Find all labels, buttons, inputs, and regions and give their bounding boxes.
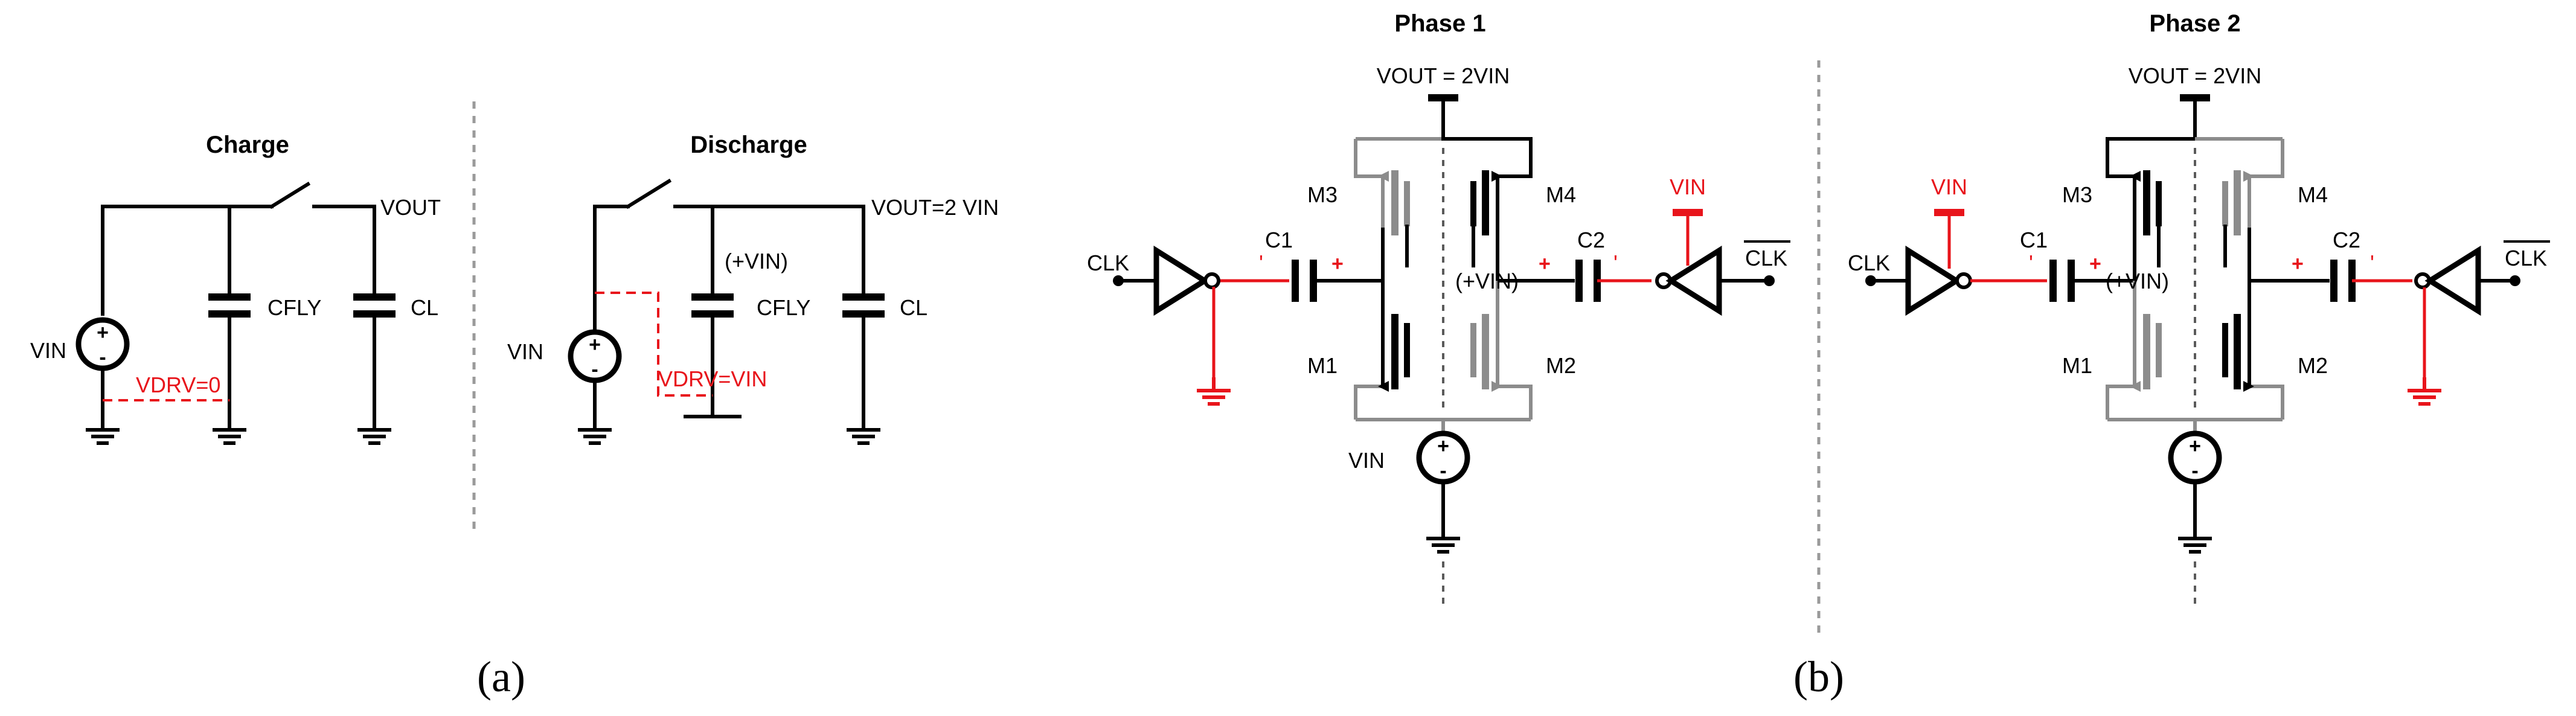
phase-2-m2-label: M2 — [2298, 353, 2328, 378]
phase-2-vout-label: VOUT = 2VIN — [2129, 63, 2261, 88]
phase-2-m4-label: M4 — [2298, 182, 2328, 207]
svg-text:+: + — [2292, 252, 2304, 275]
discharge-cfly-label: CFLY — [757, 295, 810, 320]
phase-1-vin-rail-label: VIN — [1670, 174, 1706, 199]
svg-text:': ' — [2370, 251, 2374, 275]
discharge-vout-label: VOUT=2 VIN — [871, 195, 999, 220]
phase-1-m1-label: M1 — [1307, 353, 1338, 378]
phase-2-clk-label: CLK — [1848, 251, 1890, 275]
charge-vdrv-label: VDRV=0 — [136, 372, 220, 397]
svg-text:': ' — [1613, 251, 1618, 275]
phase-1-title: Phase 1 — [1394, 10, 1485, 37]
panel-a: Charge VIN CFLY CL VOUT VDRV=0 — [30, 101, 999, 701]
svg-text:+: + — [1331, 252, 1344, 275]
phase-1-m4-label: M4 — [1546, 182, 1576, 207]
phase-1-c2-label: C2 — [1577, 228, 1605, 252]
svg-text:+: + — [1539, 252, 1551, 275]
discharge-vin-label: VIN — [507, 339, 543, 364]
phase-2-vin-rail-label: VIN — [1931, 174, 1967, 199]
phase-1-circuit: Phase 1 VOUT = 2VIN — [1087, 10, 1790, 607]
phase-2-m1-label: M1 — [2062, 353, 2092, 378]
phase-2-clk-bar-label: CLK — [2505, 246, 2547, 270]
charge-title: Charge — [206, 132, 289, 158]
charge-vout-label: VOUT — [380, 195, 441, 220]
discharge-title: Discharge — [690, 132, 807, 158]
phase-1-plus-vin-label: (+VIN) — [1455, 269, 1519, 293]
discharge-plus-vin-label: (+VIN) — [725, 249, 788, 273]
phase-1-m2-label: M2 — [1546, 353, 1576, 378]
svg-text:': ' — [1259, 251, 1263, 275]
phase-2-c1-label: C1 — [2020, 228, 2048, 252]
phase-1-vin-source-label: VIN — [1348, 448, 1385, 473]
caption-b: (b) — [1793, 653, 1844, 701]
phase-2-title: Phase 2 — [2149, 10, 2240, 37]
caption-a: (a) — [477, 653, 525, 701]
charge-circuit: Charge VIN CFLY CL VOUT VDRV=0 — [30, 132, 441, 443]
svg-text:': ' — [2029, 251, 2033, 275]
discharge-vdrv-label: VDRV=VIN — [658, 366, 767, 391]
phase-1-clk-label: CLK — [1087, 251, 1129, 275]
charge-cfly-label: CFLY — [268, 295, 321, 320]
charge-cl-label: CL — [411, 295, 438, 320]
phase-2-c2-label: C2 — [2333, 228, 2360, 252]
phase-2-circuit: Phase 2 VOUT = 2VIN — [1848, 10, 2550, 607]
phase-1-vout-label: VOUT = 2VIN — [1377, 63, 1510, 88]
phase-1-clk-bar-label: CLK — [1745, 246, 1787, 270]
phase-1-c1-label: C1 — [1265, 228, 1293, 252]
charge-vin-label: VIN — [30, 338, 66, 363]
phase-2-plus-vin-label: (+VIN) — [2106, 269, 2169, 293]
phase-2-m3-label: M3 — [2062, 182, 2092, 207]
phase-1-m3-label: M3 — [1307, 182, 1338, 207]
svg-text:+: + — [2089, 252, 2101, 275]
discharge-cl-label: CL — [900, 295, 928, 320]
discharge-circuit: Discharge VIN (+VIN) CFLY CL VOUT=2 VIN … — [507, 132, 999, 443]
